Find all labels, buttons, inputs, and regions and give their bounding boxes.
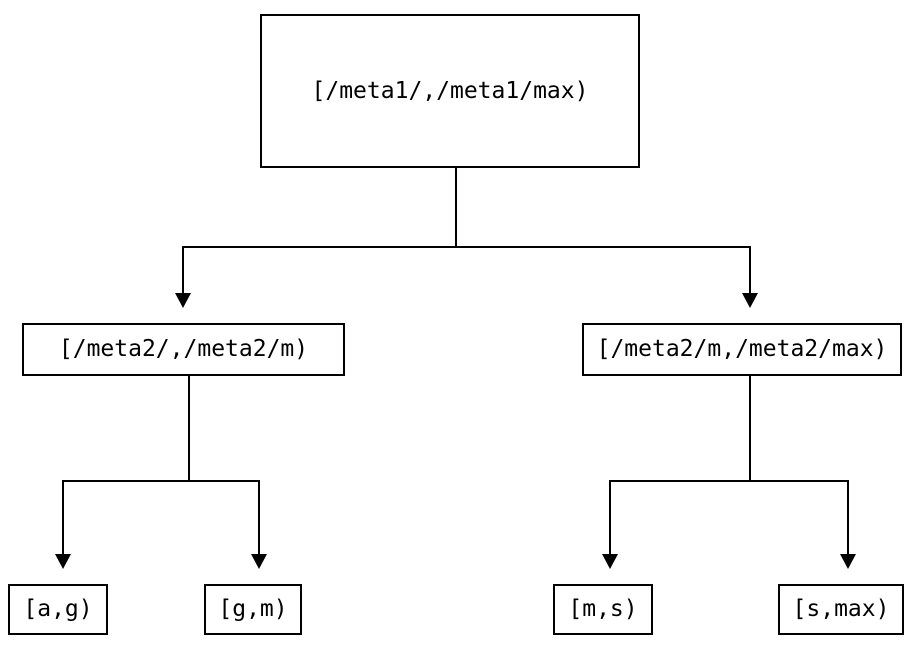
tree-node-left-child-label: [/meta2/,/meta2/m) [58, 336, 309, 362]
tree-node-root-label: [/meta1/,/meta1/max) [311, 77, 589, 104]
tree-node-right-child: [/meta2/m,/meta2/max) [582, 323, 902, 376]
tree-node-leaf-g-m-label: [g,m) [218, 596, 288, 622]
tree-node-leaf-m-s-label: [m,s) [568, 596, 638, 622]
arrowhead-down-icon [742, 293, 758, 308]
tree-node-leaf-a-g: [a,g) [8, 584, 108, 635]
arrowhead-down-icon [175, 293, 191, 308]
arrowhead-down-icon [602, 554, 618, 569]
arrowhead-down-icon [251, 554, 267, 569]
tree-node-root: [/meta1/,/meta1/max) [260, 14, 640, 168]
tree-node-right-child-label: [/meta2/m,/meta2/max) [596, 336, 888, 362]
tree-node-left-child: [/meta2/,/meta2/m) [22, 323, 345, 376]
arrowhead-down-icon [840, 554, 856, 569]
tree-node-leaf-g-m: [g,m) [204, 584, 302, 635]
tree-node-leaf-m-s: [m,s) [553, 584, 653, 635]
arrowhead-down-icon [55, 554, 71, 569]
tree-node-leaf-a-g-label: [a,g) [23, 596, 93, 622]
tree-node-leaf-s-max: [s,max) [778, 584, 904, 635]
tree-node-leaf-s-max-label: [s,max) [792, 596, 890, 622]
